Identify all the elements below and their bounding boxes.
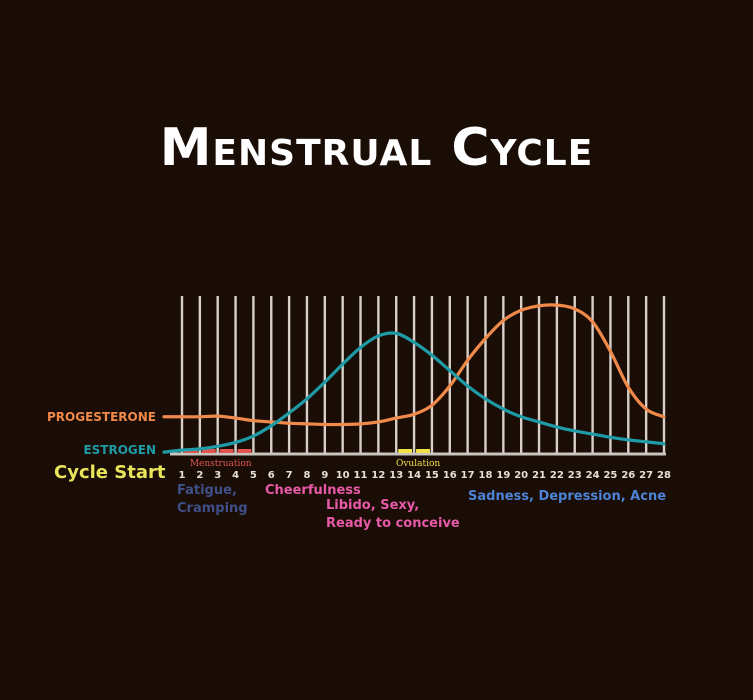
day-label-25: 25 — [603, 470, 617, 481]
day-label-21: 21 — [532, 470, 546, 481]
day-label-11: 11 — [354, 470, 368, 481]
day-label-13: 13 — [389, 470, 403, 481]
note-libido-line-2: Ready to conceive — [326, 516, 460, 531]
day-label-28: 28 — [657, 470, 671, 481]
band-label-menstruation: Menstruation — [190, 459, 252, 469]
day-label-22: 22 — [550, 470, 564, 481]
grid-lines — [170, 296, 666, 456]
day-label-23: 23 — [568, 470, 582, 481]
day-label-14: 14 — [407, 470, 421, 481]
day-label-5: 5 — [250, 470, 257, 481]
day-label-24: 24 — [586, 470, 600, 481]
day-label-8: 8 — [303, 470, 310, 481]
day-label-17: 17 — [461, 470, 475, 481]
note-libido-line-1: Libido, Sexy, — [326, 498, 420, 513]
series-labels: PROGESTERONE ESTROGEN — [47, 410, 156, 457]
note-fatigue-line-2: Cramping — [177, 501, 248, 516]
day-label-6: 6 — [268, 470, 275, 481]
day-label-26: 26 — [621, 470, 635, 481]
note-fatigue: Fatigue, Cramping — [177, 482, 248, 518]
day-label-16: 16 — [443, 470, 457, 481]
day-label-12: 12 — [371, 470, 385, 481]
series-line-estrogen — [162, 331, 666, 454]
day-label-10: 10 — [336, 470, 350, 481]
note-cheerfulness: Cheerfulness — [265, 482, 361, 500]
day-label-7: 7 — [286, 470, 293, 481]
hormone-lines — [162, 303, 666, 454]
note-sadness-line-1: Sadness, Depression, Acne — [468, 489, 667, 504]
band-label-ovulation: Ovulation — [396, 459, 440, 469]
series-label-estrogen: ESTROGEN — [83, 443, 156, 457]
day-label-27: 27 — [639, 470, 653, 481]
day-label-19: 19 — [496, 470, 510, 481]
note-fatigue-line-1: Fatigue, — [177, 483, 237, 498]
series-label-progesterone: PROGESTERONE — [47, 410, 156, 424]
note-cheerfulness-line-1: Cheerfulness — [265, 483, 361, 498]
day-label-15: 15 — [425, 470, 439, 481]
day-label-9: 9 — [321, 470, 328, 481]
series-line-progesterone — [162, 303, 666, 427]
day-label-1: 1 — [179, 470, 186, 481]
day-label-2: 2 — [196, 470, 203, 481]
day-label-3: 3 — [214, 470, 221, 481]
note-libido: Libido, Sexy, Ready to conceive — [326, 497, 460, 533]
day-label-4: 4 — [232, 470, 239, 481]
day-label-18: 18 — [479, 470, 493, 481]
chart-title: Menstrual Cycle — [159, 118, 594, 178]
day-label-20: 20 — [514, 470, 528, 481]
note-sadness: Sadness, Depression, Acne — [468, 488, 666, 506]
cycle-start-label: Cycle Start — [54, 462, 166, 483]
